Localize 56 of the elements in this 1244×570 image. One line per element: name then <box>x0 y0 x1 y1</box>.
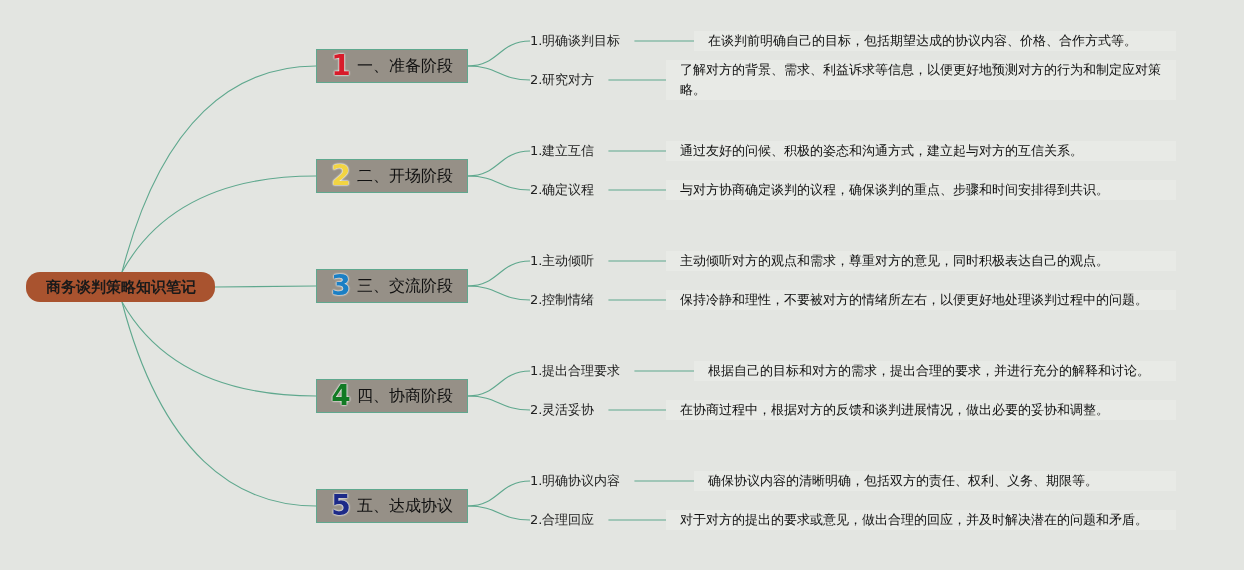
description-text: 与对方协商确定谈判的议程，确保谈判的重点、步骤和时间安排得到共识。 <box>666 180 1176 200</box>
connector-line <box>607 189 667 191</box>
connector-line <box>467 395 531 411</box>
connector-line <box>633 370 695 372</box>
branch-label: 1.主动倾听 <box>530 252 609 270</box>
description-text: 保持冷静和理性，不要被对方的情绪所左右，以便更好地处理谈判过程中的问题。 <box>666 290 1176 310</box>
connector-line <box>607 150 667 152</box>
description-text: 通过友好的问候、积极的姿态和沟通方式，建立起与对方的互信关系。 <box>666 141 1176 161</box>
stage-title: 二、开场阶段 <box>356 165 453 187</box>
connector-line <box>121 301 317 507</box>
branch-label: 2.控制情绪 <box>530 291 609 309</box>
stage-number: 1 <box>331 51 351 81</box>
connector-line <box>467 505 531 521</box>
connector-line <box>467 65 531 81</box>
branch-label: 1.明确谈判目标 <box>530 32 635 50</box>
stage-number: 4 <box>331 381 351 411</box>
description-text: 对于对方的提出的要求或意见，做出合理的回应，并及时解决潜在的问题和矛盾。 <box>666 510 1176 530</box>
branch-label: 1.提出合理要求 <box>530 362 635 380</box>
stage-number: 3 <box>331 271 351 301</box>
connector-line <box>607 299 667 301</box>
connector-line <box>607 79 667 81</box>
connector-line <box>607 409 667 411</box>
branch-label: 2.灵活妥协 <box>530 401 609 419</box>
connector-line <box>633 480 695 482</box>
stage-number: 2 <box>331 161 351 191</box>
description-text: 了解对方的背景、需求、利益诉求等信息，以便更好地预测对方的行为和制定应对策略。 <box>666 60 1176 100</box>
branch-label: 2.合理回应 <box>530 511 609 529</box>
description-text: 在谈判前明确自己的目标，包括期望达成的协议内容、价格、合作方式等。 <box>694 31 1176 51</box>
stage-box <box>316 49 468 83</box>
connector-line <box>607 519 667 521</box>
branch-label: 1.明确协议内容 <box>530 472 635 490</box>
connector-line <box>121 65 317 273</box>
connector-line <box>633 40 695 42</box>
connector-line <box>121 175 317 273</box>
connector-line <box>214 285 317 288</box>
description-text: 主动倾听对方的观点和需求，尊重对方的意见，同时积极表达自己的观点。 <box>666 251 1176 271</box>
connector-line <box>607 260 667 262</box>
connector-line <box>467 285 531 301</box>
description-text: 根据自己的目标和对方的需求，提出合理的要求，并进行充分的解释和讨论。 <box>694 361 1176 381</box>
stage-box <box>316 489 468 523</box>
stage-box <box>316 159 468 193</box>
branch-label: 1.建立互信 <box>530 142 609 160</box>
branch-label: 2.研究对方 <box>530 71 609 89</box>
branch-label: 2.确定议程 <box>530 181 609 199</box>
description-text: 确保协议内容的清晰明确，包括双方的责任、权利、义务、期限等。 <box>694 471 1176 491</box>
root-box: 商务谈判策略知识笔记 <box>26 272 215 302</box>
description-text: 在协商过程中，根据对方的反馈和谈判进展情况，做出必要的妥协和调整。 <box>666 400 1176 420</box>
stage-title: 一、准备阶段 <box>356 55 453 77</box>
stage-box <box>316 379 468 413</box>
stage-title: 五、达成协议 <box>356 495 453 517</box>
stage-title: 三、交流阶段 <box>356 275 453 297</box>
connector-line <box>121 301 317 397</box>
stage-title: 四、协商阶段 <box>356 385 453 407</box>
stage-box <box>316 269 468 303</box>
stage-number: 5 <box>331 491 351 521</box>
connector-line <box>467 175 531 191</box>
